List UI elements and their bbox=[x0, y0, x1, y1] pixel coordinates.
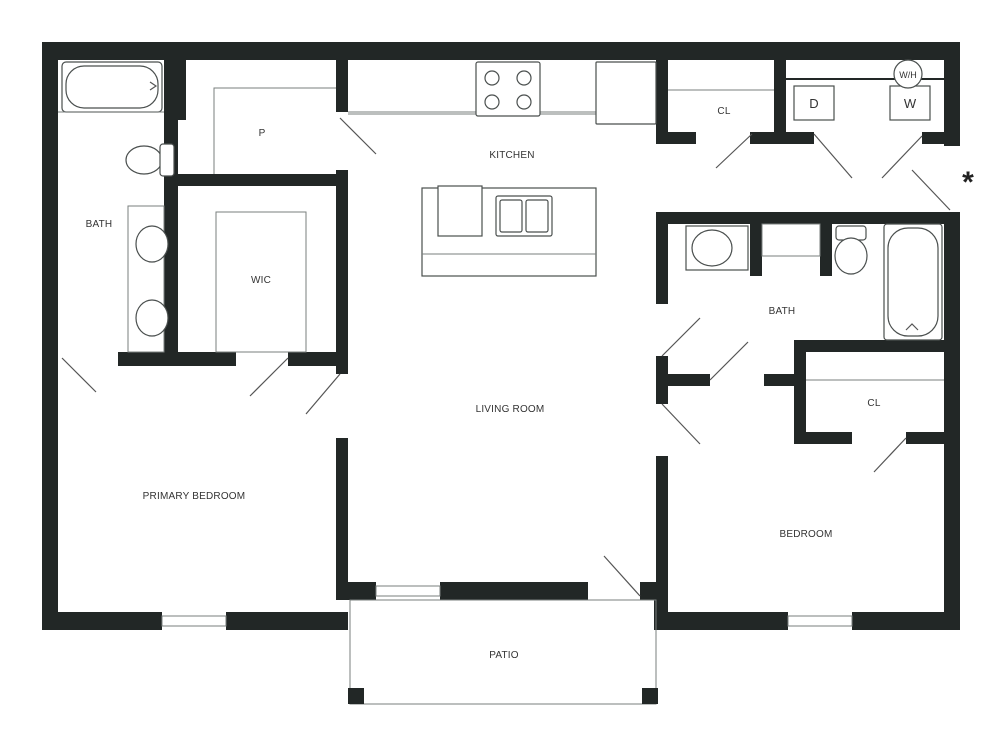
label-wic: WIC bbox=[251, 275, 271, 286]
label-primary-bedroom: PRIMARY BEDROOM bbox=[143, 491, 246, 502]
label-bath-second: BATH bbox=[769, 306, 796, 317]
fixture-labels: D W W/H bbox=[809, 70, 917, 111]
interior-walls bbox=[118, 60, 960, 630]
primary-bath-fixtures bbox=[58, 61, 175, 353]
exterior-walls bbox=[42, 42, 960, 630]
label-dryer: D bbox=[809, 96, 818, 111]
second-bath-fixtures bbox=[685, 223, 943, 341]
patio-outline bbox=[348, 599, 658, 705]
label-bedroom: BEDROOM bbox=[779, 529, 832, 540]
pantry-shelves bbox=[213, 87, 336, 353]
label-patio: PATIO bbox=[489, 650, 519, 661]
label-water-heater: W/H bbox=[899, 70, 917, 80]
label-living-room: LIVING ROOM bbox=[476, 404, 545, 415]
label-closet-bedroom: CL bbox=[867, 398, 880, 409]
doors bbox=[61, 117, 951, 597]
closet-rods bbox=[668, 89, 944, 381]
kitchen-fixtures bbox=[348, 61, 657, 277]
label-closet-top: CL bbox=[717, 106, 730, 117]
label-washer: W bbox=[904, 96, 917, 111]
room-labels: KITCHEN P BATH WIC LIVING ROOM PRIMARY B… bbox=[86, 106, 881, 661]
label-bath-primary: BATH bbox=[86, 219, 113, 230]
laundry bbox=[793, 59, 931, 121]
entry-marker: * bbox=[962, 166, 974, 199]
windows bbox=[161, 585, 853, 627]
label-pantry: P bbox=[259, 128, 266, 139]
label-kitchen: KITCHEN bbox=[489, 150, 534, 161]
